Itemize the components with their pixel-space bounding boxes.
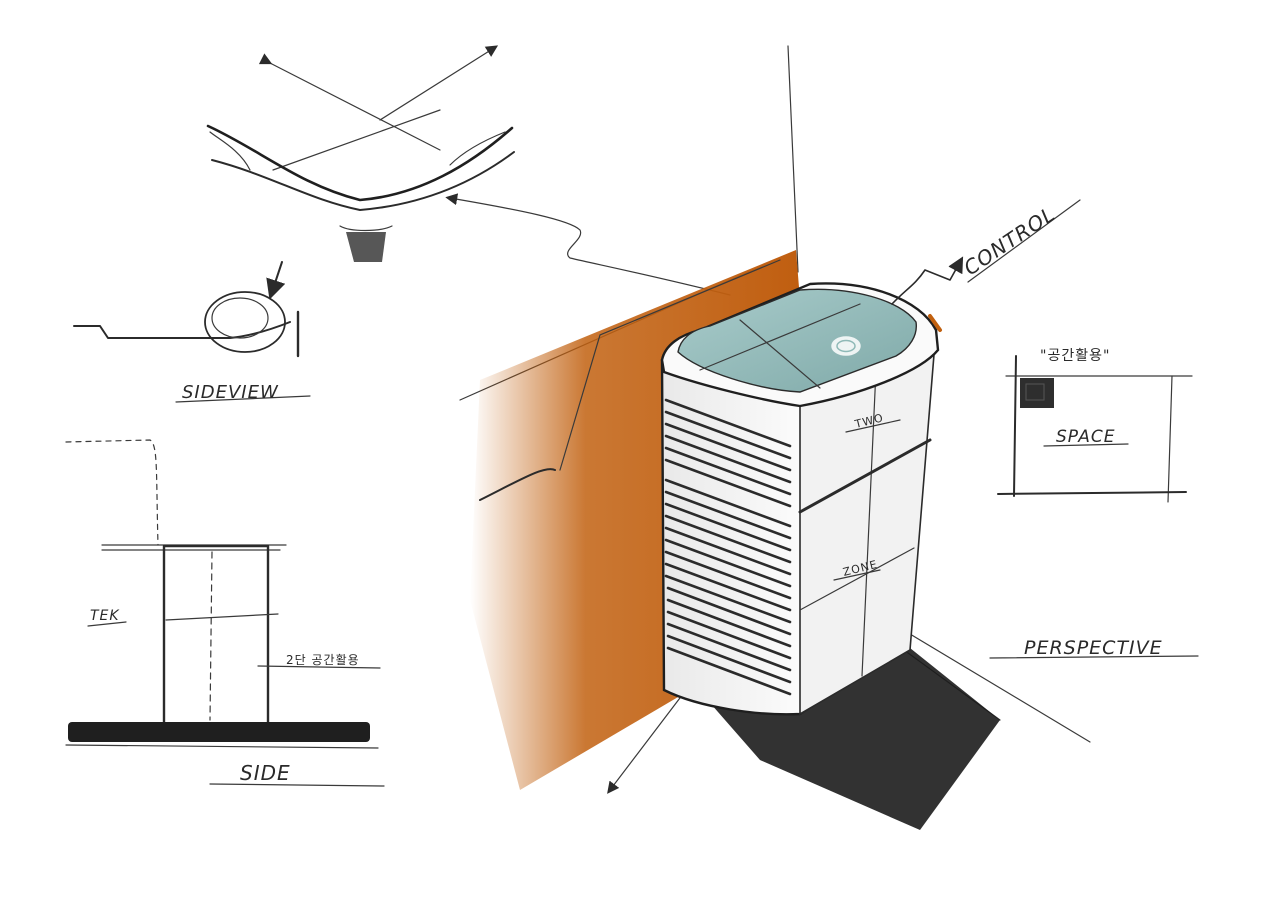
control-lid-glass	[677, 288, 917, 393]
detail-callout-arrow	[445, 193, 731, 296]
product-perspective: TWO ZONE	[660, 282, 1000, 830]
side-label: SIDE	[240, 761, 291, 785]
power-button-icon[interactable]	[831, 336, 861, 356]
perspective-label-group: PERSPECTIVE	[989, 637, 1199, 659]
sideview-label: SIDEVIEW	[182, 382, 279, 403]
perspective-label: PERSPECTIVE	[1024, 637, 1163, 659]
lid-corner-detail-sketch	[206, 45, 515, 262]
space-label: SPACE	[1056, 427, 1115, 447]
front-vents	[664, 398, 792, 696]
side-elevation-sketch: TEK 2단 공간활용 SIDE	[65, 439, 385, 787]
space-note: "공간활용"	[1040, 348, 1110, 364]
sideview-sketch: SIDEVIEW	[73, 261, 311, 403]
space-diagram: "공간활용" SPACE	[997, 348, 1193, 503]
control-callout: CONTROL	[891, 199, 1081, 305]
side-note-left: TEK	[90, 608, 120, 624]
control-label: CONTROL	[959, 202, 1059, 280]
side-note-right: 2단 공간활용	[286, 653, 360, 667]
